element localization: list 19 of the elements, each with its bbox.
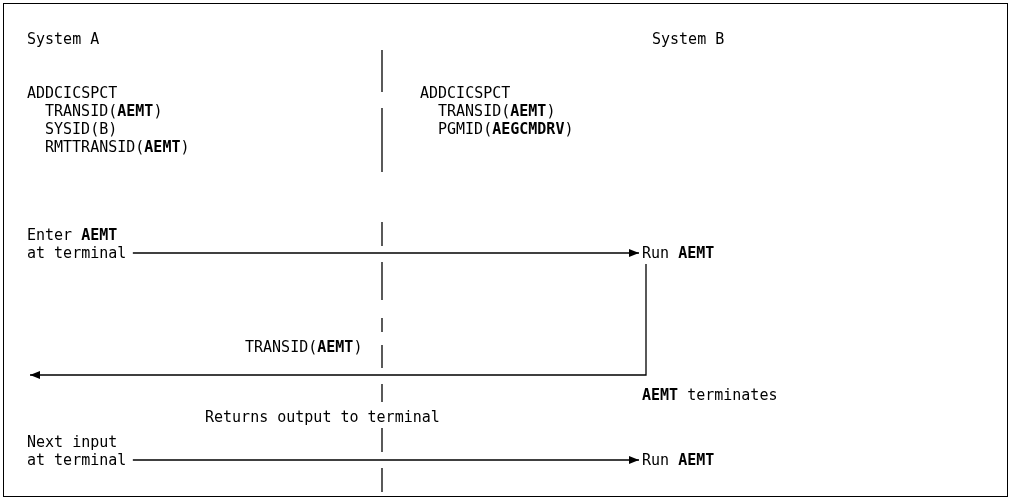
parameter-text: RMTTRANSID(AEMT) xyxy=(45,138,190,156)
arrow xyxy=(29,263,647,379)
system-heading: System A xyxy=(27,30,100,48)
parameter-text: SYSID(B) xyxy=(45,120,118,138)
status-text: AEMT terminates xyxy=(642,386,778,404)
parameter-text: TRANSID(AEMT) xyxy=(45,102,163,120)
arrow xyxy=(132,456,640,464)
note-text: Returns output to terminal xyxy=(205,408,440,426)
message-text: Next input at terminal xyxy=(27,433,131,469)
edge-label: TRANSID(AEMT) xyxy=(245,338,363,356)
command-text: ADDCICSPCT xyxy=(27,84,118,102)
message-text: Run AEMT xyxy=(642,451,715,469)
arrow xyxy=(132,249,640,257)
system-heading: System B xyxy=(652,30,725,48)
parameter-text: TRANSID(AEMT) xyxy=(438,102,556,120)
message-text: Enter AEMT at terminal xyxy=(27,226,131,262)
message-text: Run AEMT xyxy=(642,244,715,262)
parameter-text: PGMID(AEGCMDRV) xyxy=(438,120,574,138)
command-text: ADDCICSPCT xyxy=(420,84,511,102)
